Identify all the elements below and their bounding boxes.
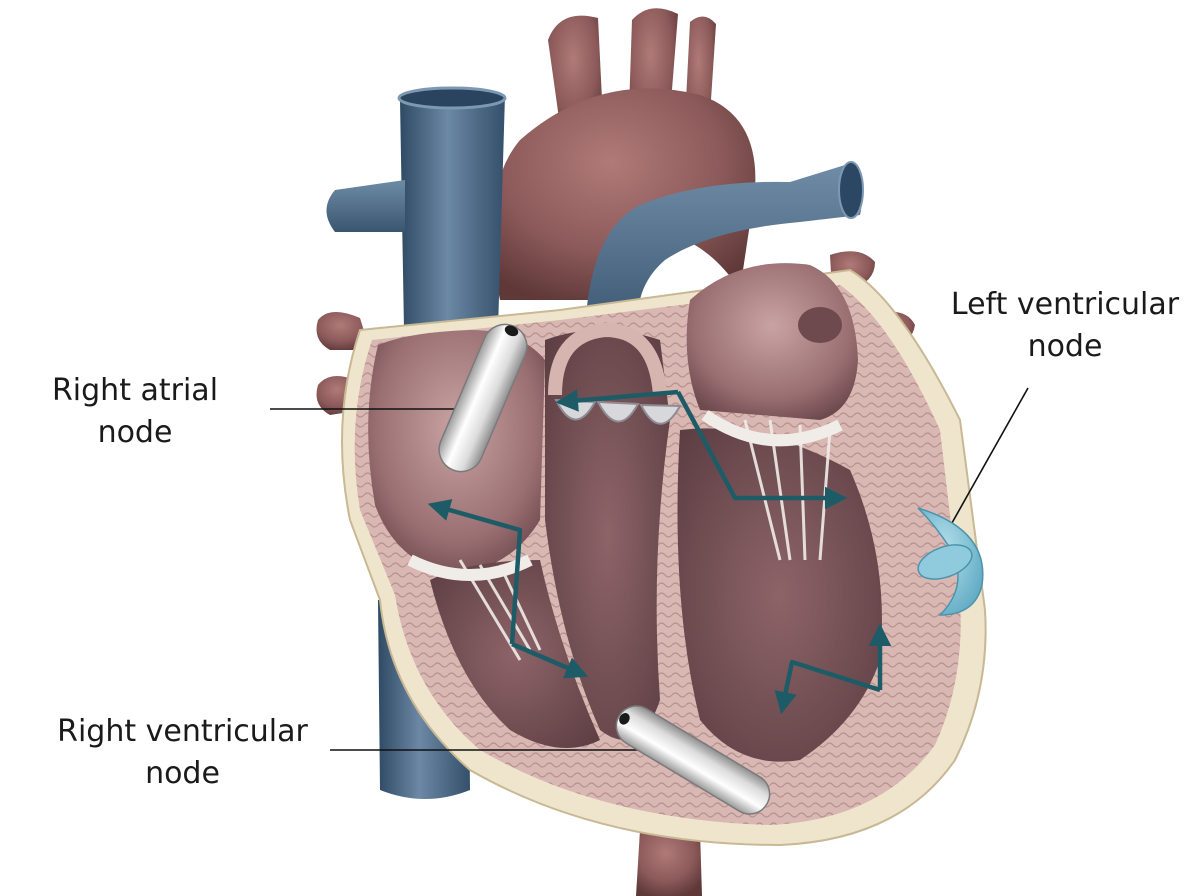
capsule-tip bbox=[619, 713, 630, 725]
conduction-pathways bbox=[427, 389, 892, 715]
heart-body bbox=[341, 263, 987, 847]
pathway-arrow-lower bbox=[774, 659, 881, 715]
pulmonary-opening bbox=[838, 161, 864, 219]
crescent-node-pad bbox=[917, 544, 973, 580]
leader-left-ventricular bbox=[947, 387, 1029, 531]
pulmonary-trunk bbox=[585, 165, 863, 340]
right-ventricular-node-label: Right ventricular node bbox=[40, 711, 325, 795]
superior-vena-cava bbox=[400, 95, 505, 330]
label-line: node bbox=[145, 756, 220, 791]
right-atrial-node-label: Right atrial node bbox=[30, 370, 240, 454]
left-atrium bbox=[686, 263, 858, 420]
left-ventricular-node-label: Left ventricular node bbox=[940, 284, 1190, 368]
svc-opening bbox=[397, 86, 507, 110]
right-ventricular-node bbox=[615, 705, 771, 815]
descending-vessel bbox=[636, 830, 702, 896]
brachiocephalic-vein bbox=[326, 180, 405, 232]
label-line: Right atrial bbox=[51, 373, 219, 408]
capsule-node-icon bbox=[438, 323, 528, 473]
aortic-valve bbox=[554, 398, 682, 425]
aortic-outflow bbox=[548, 322, 667, 396]
pulmonary-vein-opening bbox=[798, 307, 842, 343]
mitral-valve bbox=[701, 410, 843, 447]
capsule-tip bbox=[504, 325, 519, 337]
aortic-arch bbox=[492, 88, 756, 300]
capsule-node-icon bbox=[615, 705, 771, 815]
pathway-arrow-right-ventricle bbox=[511, 641, 589, 679]
left-ventricular-node bbox=[917, 507, 984, 616]
leader-lines bbox=[270, 387, 1029, 751]
pathway-arrow-left-ventricle bbox=[676, 390, 848, 510]
crescent-node-icon bbox=[917, 507, 984, 616]
label-line: node bbox=[1027, 329, 1103, 364]
right-atrial-node bbox=[438, 323, 528, 473]
left-ventricle bbox=[677, 428, 882, 762]
label-line: node bbox=[97, 415, 173, 450]
label-line: Right ventricular bbox=[57, 714, 308, 749]
pathway-arrow-right-atrium bbox=[427, 499, 523, 645]
pathway-arrow-upper bbox=[555, 389, 679, 412]
label-line: Left ventricular bbox=[950, 287, 1180, 322]
interventricular-septum bbox=[545, 330, 670, 740]
